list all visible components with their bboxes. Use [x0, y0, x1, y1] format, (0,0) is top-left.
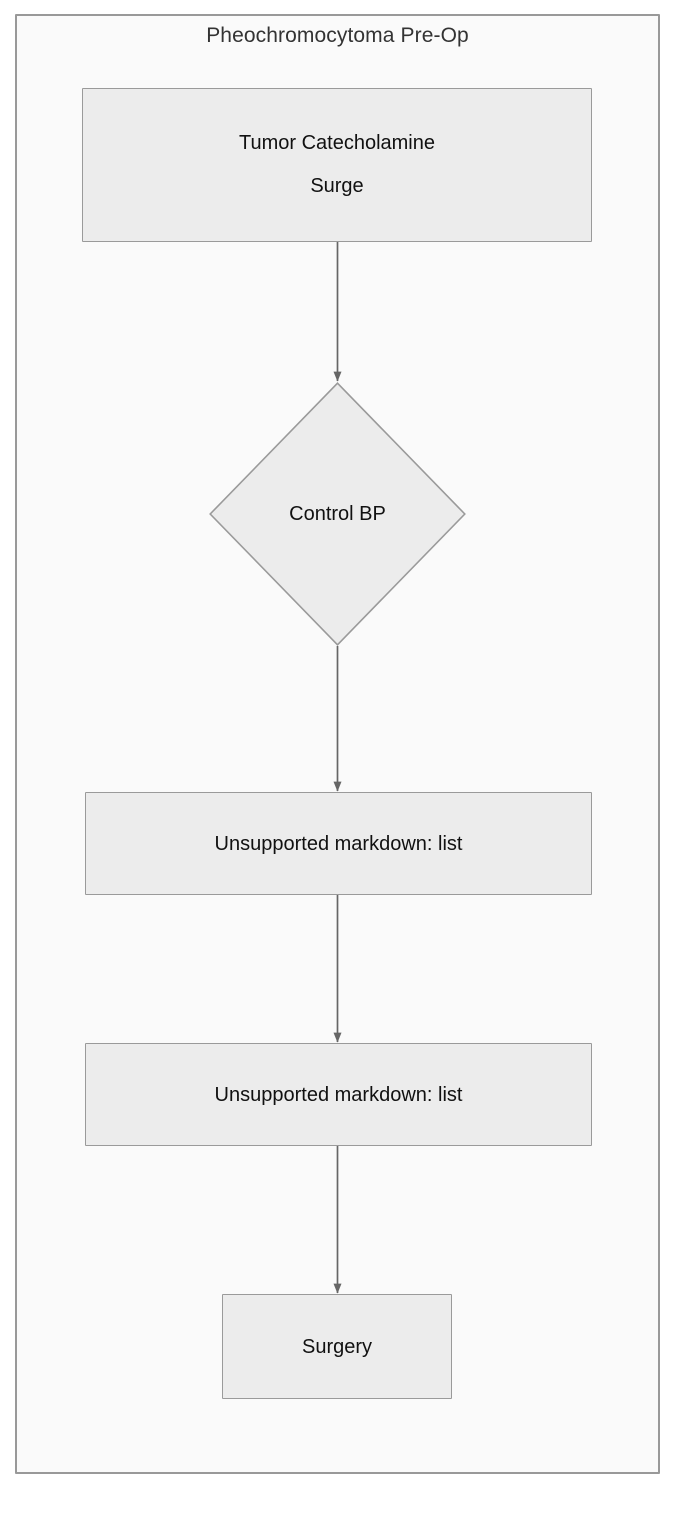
node-label-line-1: Tumor Catecholamine	[238, 132, 435, 154]
node-label-line-2: Surge	[310, 175, 364, 197]
node-label: Unsupported markdown: list	[214, 832, 463, 855]
node-alpha-blockade[interactable]: Unsupported markdown: list	[85, 792, 592, 895]
node-label: Control BP	[289, 502, 386, 525]
subgraph-title: Pheochromocytoma Pre-Op	[206, 24, 469, 47]
node-label: Unsupported markdown: list	[214, 1083, 463, 1106]
node-surgery[interactable]: Surgery	[222, 1294, 452, 1399]
node-label: Surgery	[301, 1335, 373, 1358]
node-beta-blockade[interactable]: Unsupported markdown: list	[85, 1043, 592, 1146]
diamond-shape	[209, 382, 466, 646]
node-control-bp[interactable]: Control BP	[209, 382, 466, 646]
